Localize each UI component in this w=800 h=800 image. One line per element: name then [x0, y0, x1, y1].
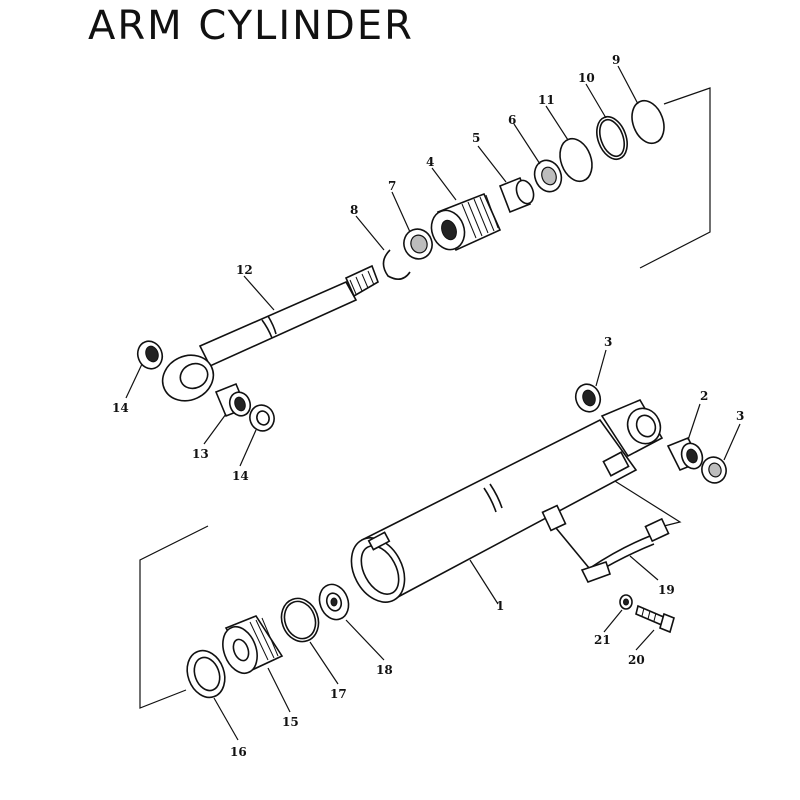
part-snap-ring [382, 249, 411, 280]
part-dust-seal-bottom-right [701, 456, 727, 484]
label-part-11: 11 [538, 93, 555, 107]
label-part-15: 15 [282, 715, 299, 729]
diagram-title: ARM CYLINDER [88, 3, 414, 49]
label-part-13: 13 [192, 447, 209, 461]
label-part-12: 12 [236, 263, 253, 277]
label-part-18: 18 [376, 663, 393, 677]
part-rod-bushing [214, 382, 252, 418]
bracket-lower [139, 525, 209, 709]
leader-lines [125, 65, 741, 741]
part-hose-pipe [541, 504, 670, 583]
label-part-21: 21 [594, 633, 611, 647]
part-dust-seal-top-right [574, 383, 602, 413]
part-nut [403, 228, 433, 260]
part-piston-rod [161, 264, 379, 402]
bracket-upper [639, 87, 711, 269]
label-part-14-bottom: 14 [232, 469, 249, 483]
label-part-16: 16 [230, 745, 247, 759]
part-dust-seal-upper [136, 340, 164, 370]
label-part-9: 9 [612, 53, 620, 67]
part-dust-seal-lower [249, 404, 275, 432]
part-bolt [635, 604, 675, 634]
label-part-2: 2 [700, 389, 708, 403]
label-part-1: 1 [496, 599, 504, 613]
part-backup-ring [280, 597, 320, 643]
part-washer [619, 594, 633, 610]
label-part-3-right: 3 [736, 409, 744, 423]
part-cylinder-tube [350, 398, 664, 603]
part-o-ring-9 [631, 99, 665, 145]
label-part-8: 8 [350, 203, 358, 217]
label-part-7: 7 [388, 179, 396, 193]
label-part-17: 17 [330, 687, 347, 701]
label-part-19: 19 [658, 583, 675, 597]
hose-bracket [609, 477, 682, 527]
part-cylinder-head [222, 615, 284, 675]
part-wear-ring [498, 176, 535, 214]
part-piston-ring [533, 159, 563, 193]
part-o-ring-11 [559, 137, 593, 183]
part-lock-nut [318, 583, 350, 621]
part-piston [430, 192, 502, 252]
label-part-10: 10 [578, 71, 595, 85]
part-tube-bushing [666, 436, 704, 472]
part-labels: 1 2 3 3 4 5 6 7 8 9 10 11 12 13 14 14 15… [112, 53, 744, 759]
label-part-14-left: 14 [112, 401, 129, 415]
label-part-4: 4 [426, 155, 434, 169]
label-part-6: 6 [508, 113, 516, 127]
label-part-5: 5 [472, 131, 480, 145]
part-head-seal [186, 649, 226, 699]
label-part-20: 20 [628, 653, 645, 667]
part-o-ring-10 [596, 115, 628, 161]
label-part-3-top: 3 [604, 335, 612, 349]
